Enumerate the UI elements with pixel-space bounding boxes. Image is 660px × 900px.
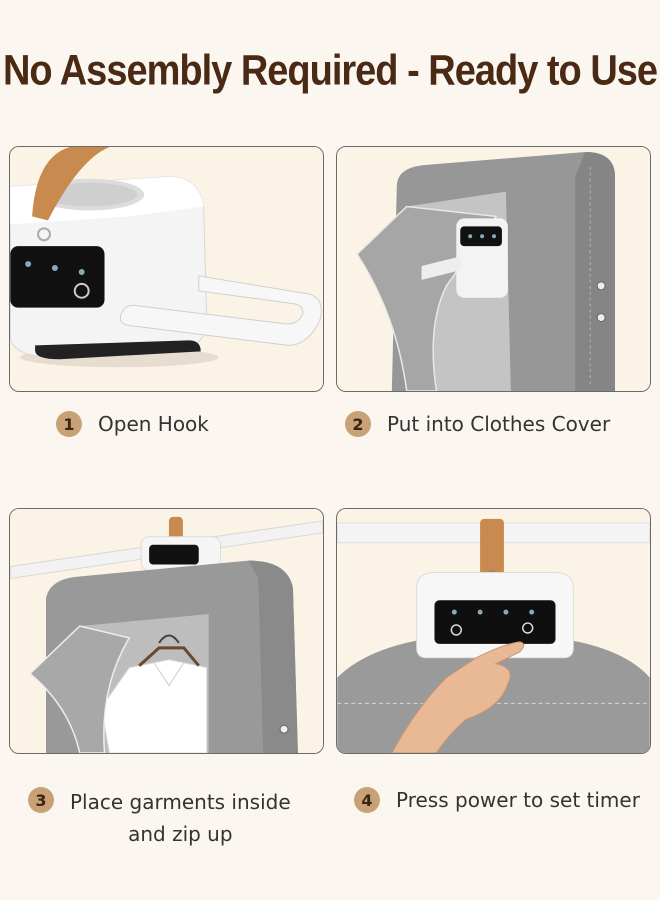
step-label: Press power to set timer [396, 788, 640, 812]
step-label-line-2: and zip up [128, 822, 233, 846]
step-1-caption: 1 Open Hook [56, 410, 209, 440]
step-label: Put into Clothes Cover [387, 412, 611, 436]
step-number-badge: 4 [354, 787, 380, 813]
press-power-illustration [337, 509, 650, 753]
step-label-line-1: Place garments inside [70, 790, 291, 814]
step-3-caption: 3 Place garments inside and zip up [28, 786, 291, 850]
step-4-caption: 4 Press power to set timer [354, 786, 640, 816]
step-2-caption: 2 Put into Clothes Cover [345, 410, 610, 440]
garments-inside-illustration [10, 509, 323, 753]
step-3-image [9, 508, 324, 754]
step-4-image [336, 508, 651, 754]
dryer-open-hook-illustration [10, 147, 323, 391]
dryer-in-cover-illustration [337, 147, 650, 391]
step-label: Place garments inside and zip up [70, 786, 291, 850]
step-number-badge: 2 [345, 411, 371, 437]
step-2-image [336, 146, 651, 392]
step-1-image [9, 146, 324, 392]
page-title: No Assembly Required - Ready to Use [2, 47, 658, 95]
step-label: Open Hook [98, 412, 209, 436]
step-number-badge: 3 [28, 787, 54, 813]
step-number-badge: 1 [56, 411, 82, 437]
